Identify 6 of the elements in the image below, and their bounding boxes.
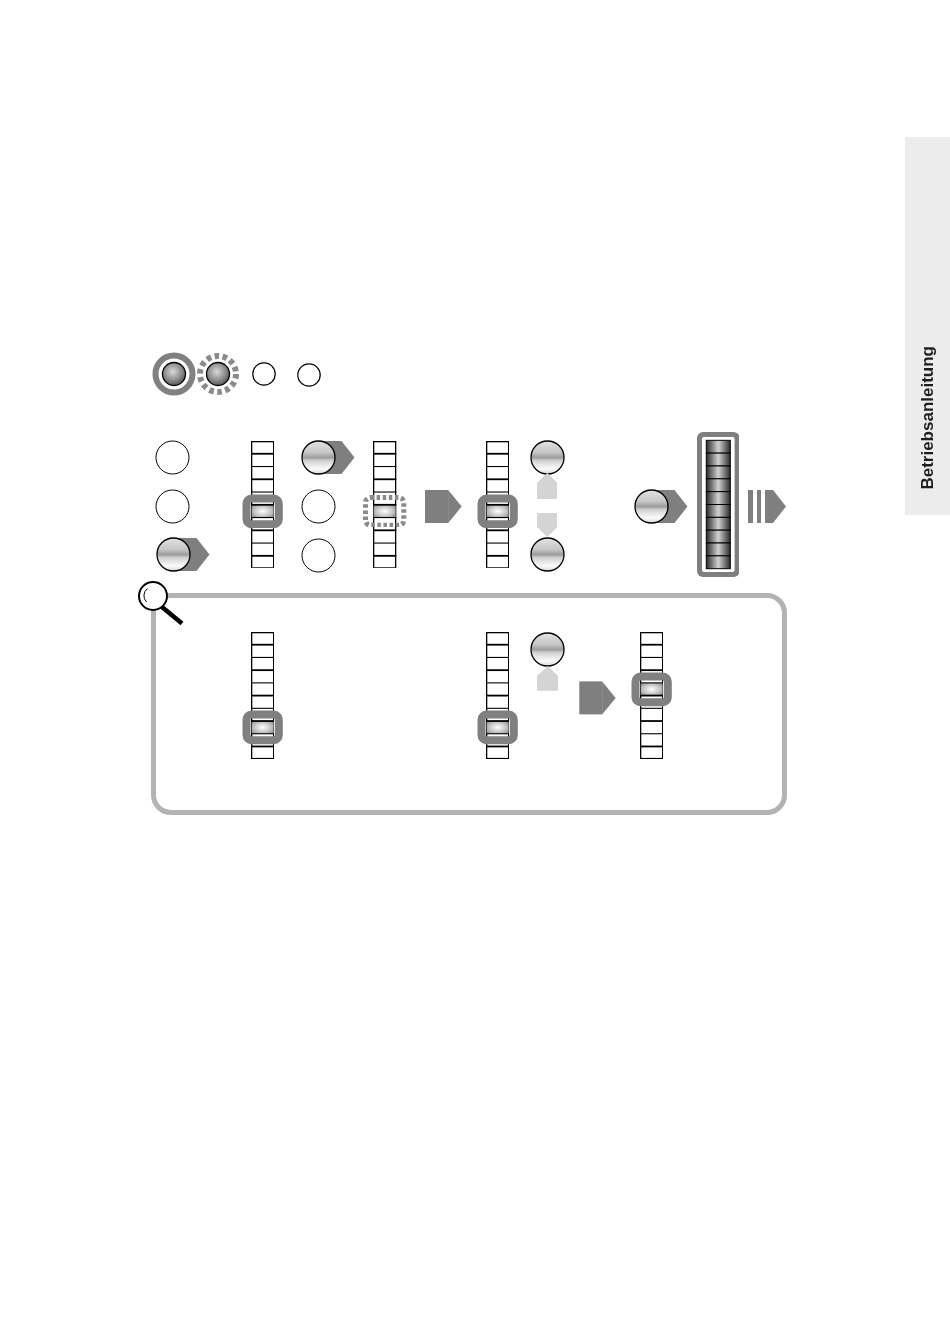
arrow bbox=[425, 490, 462, 523]
segment-bar bbox=[696, 431, 740, 577]
arrow bbox=[579, 681, 616, 715]
segment-bar bbox=[373, 440, 397, 569]
detail-panel bbox=[150, 593, 787, 815]
side-tab-title: Betriebsanleitung bbox=[919, 346, 936, 490]
